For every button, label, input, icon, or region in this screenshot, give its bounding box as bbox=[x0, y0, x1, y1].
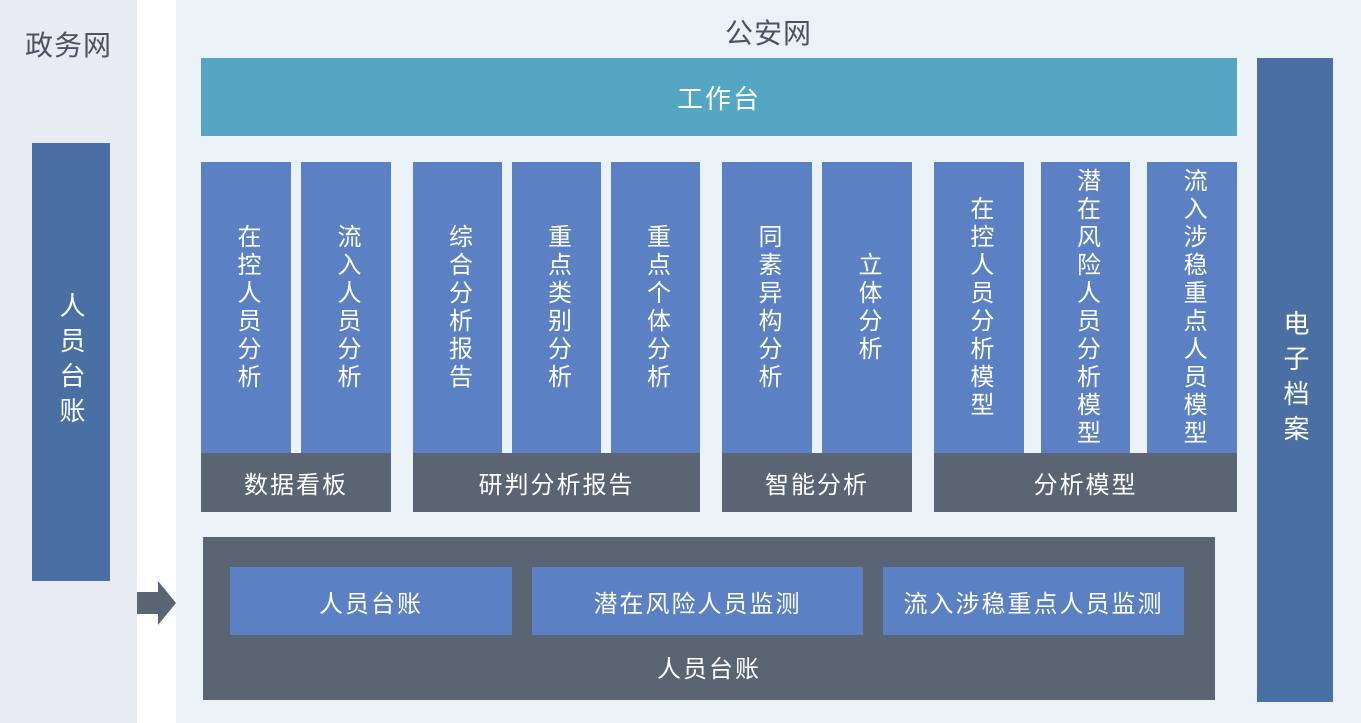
module-bar-label: 综合分析报告 bbox=[444, 223, 472, 392]
personnel-ledger-source-label: 人员台账 bbox=[56, 292, 86, 432]
module-bar-label: 重点类别分析 bbox=[543, 223, 571, 392]
module-bar: 流入人员分析 bbox=[301, 162, 391, 453]
group-bars: 在控人员分析 流入人员分析 bbox=[201, 162, 391, 453]
group-intelligent-analysis: 同素异构分析 立体分析 智能分析 bbox=[722, 162, 912, 512]
module-bar-label: 立体分析 bbox=[854, 251, 881, 364]
personnel-ledger-source-bar: 人员台账 bbox=[32, 143, 110, 581]
panel-button: 流入涉稳重点人员监测 bbox=[883, 567, 1184, 635]
module-bar-label: 在控人员分析 bbox=[233, 223, 260, 392]
module-bar: 综合分析报告 bbox=[413, 162, 502, 453]
module-groups-row: 在控人员分析 流入人员分析 数据看板 综合分析报告 重点类别分析 bbox=[201, 162, 1238, 512]
group-bars: 综合分析报告 重点类别分析 重点个体分析 bbox=[413, 162, 700, 453]
module-bar-label: 重点个体分析 bbox=[642, 223, 670, 392]
module-bar: 同素异构分析 bbox=[722, 162, 812, 453]
module-bar: 在控人员分析模型 bbox=[934, 162, 1024, 453]
personnel-ledger-panel-label: 人员台账 bbox=[657, 656, 761, 683]
group-footer-label: 分析模型 bbox=[934, 453, 1237, 512]
module-bar-label: 在控人员分析模型 bbox=[965, 195, 993, 420]
group-bars: 同素异构分析 立体分析 bbox=[722, 162, 912, 453]
module-bar-label: 流入涉稳重点人员模型 bbox=[1179, 167, 1207, 448]
group-footer-label: 研判分析报告 bbox=[413, 453, 700, 512]
module-bar: 在控人员分析 bbox=[201, 162, 291, 453]
module-bar-label: 流入人员分析 bbox=[333, 223, 360, 392]
public-security-network-panel: 公安网 工作台 电子档案 在控人员分析 流入人员分析 数据看板 bbox=[176, 0, 1361, 723]
government-network-panel: 政务网 人员台账 bbox=[0, 0, 137, 723]
personnel-ledger-panel: 人员台账 潜在风险人员监测 流入涉稳重点人员监测 人员台账 bbox=[203, 537, 1215, 700]
module-bar: 立体分析 bbox=[822, 162, 912, 453]
government-network-title: 政务网 bbox=[24, 30, 112, 61]
group-data-dashboard: 在控人员分析 流入人员分析 数据看板 bbox=[201, 162, 391, 512]
module-bar: 流入涉稳重点人员模型 bbox=[1147, 162, 1238, 453]
group-bars: 在控人员分析模型 潜在风险人员分析模型 流入涉稳重点人员模型 bbox=[934, 162, 1238, 453]
personnel-ledger-buttons: 人员台账 潜在风险人员监测 流入涉稳重点人员监测 bbox=[230, 567, 1184, 635]
group-footer-label: 智能分析 bbox=[722, 453, 912, 512]
group-analysis-model: 在控人员分析模型 潜在风险人员分析模型 流入涉稳重点人员模型 分析模型 bbox=[934, 162, 1238, 512]
module-bar: 潜在风险人员分析模型 bbox=[1040, 162, 1131, 453]
module-bar-label: 同素异构分析 bbox=[754, 223, 781, 392]
public-security-network-title: 公安网 bbox=[724, 18, 812, 49]
panel-button: 潜在风险人员监测 bbox=[532, 567, 863, 635]
panel-button: 人员台账 bbox=[230, 567, 512, 635]
group-analysis-report: 综合分析报告 重点类别分析 重点个体分析 研判分析报告 bbox=[413, 162, 700, 512]
workbench-bar: 工作台 bbox=[201, 58, 1237, 136]
electronic-archive-label: 电子档案 bbox=[1280, 310, 1310, 450]
module-bar-label: 潜在风险人员分析模型 bbox=[1072, 167, 1100, 448]
workbench-label: 工作台 bbox=[676, 83, 761, 114]
group-footer-label: 数据看板 bbox=[201, 453, 391, 512]
module-bar: 重点类别分析 bbox=[512, 162, 601, 453]
module-bar: 重点个体分析 bbox=[611, 162, 700, 453]
electronic-archive-bar: 电子档案 bbox=[1257, 58, 1333, 702]
flow-right-arrow-icon bbox=[137, 581, 176, 625]
